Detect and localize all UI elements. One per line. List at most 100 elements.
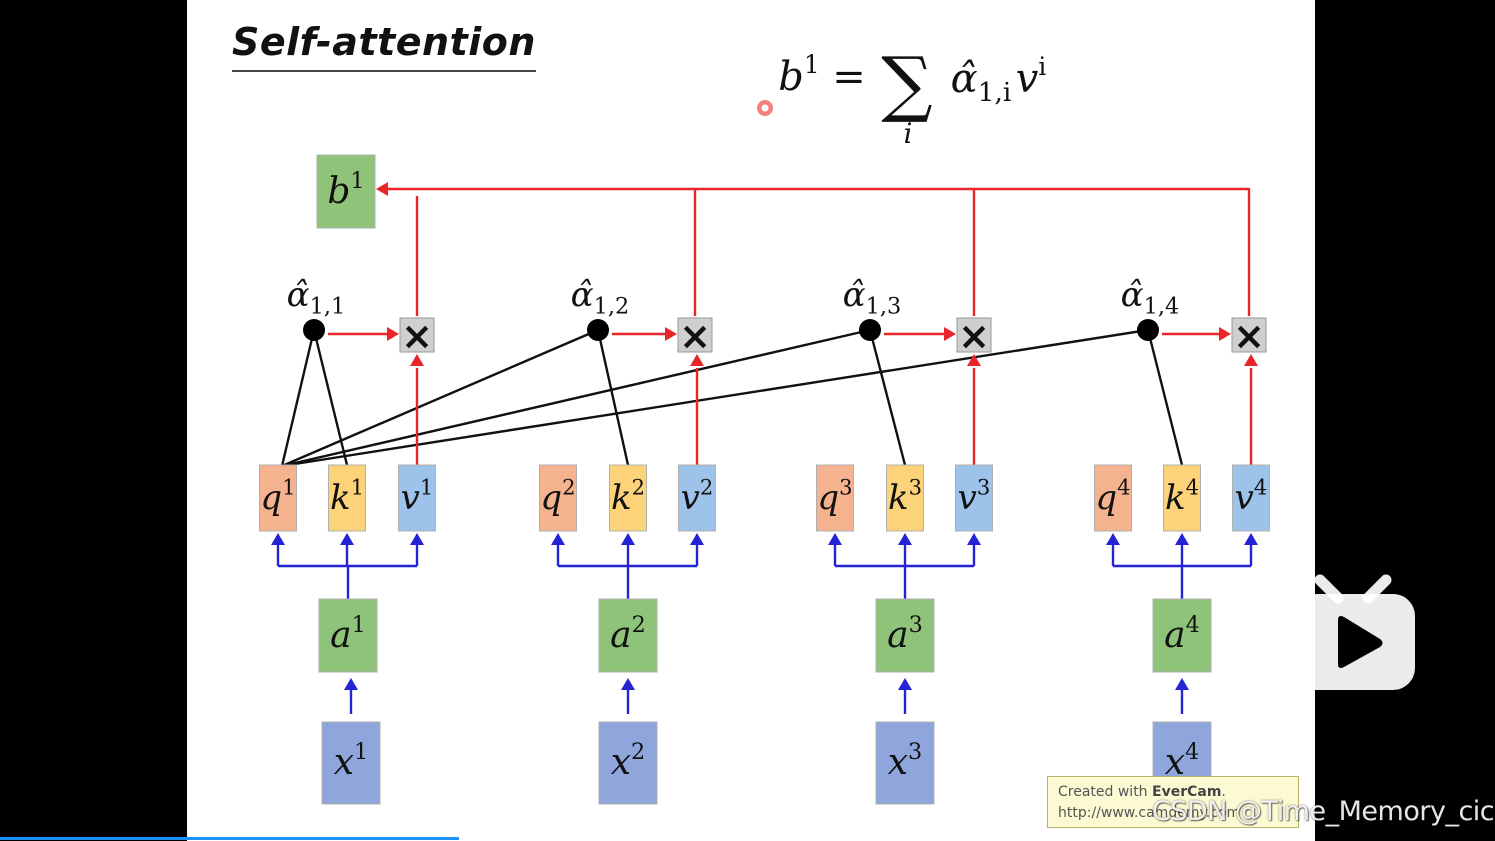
a-label-1-symbol: a [330,615,351,656]
k-label-2: k2 [611,475,645,518]
q-label-2: q2 [540,475,575,518]
k-label-3-superscript: 3 [909,475,922,500]
pointer-cursor-center [761,104,769,112]
video-progress-fill [0,837,459,840]
a-label-4-superscript: 4 [1186,612,1200,638]
alpha-dot-2 [587,319,609,341]
blue-arrow-v-1 [410,533,424,545]
alpha-label-4: α̂1,4 [1121,275,1180,319]
v-box-1 [398,464,436,532]
x-label-1: x1 [334,739,369,783]
evercam-url: http://www.camdemy.com [1058,805,1241,821]
multiply-box-3 [956,317,992,353]
v-to-mult-arrow-1 [410,354,424,366]
q-box-3 [816,464,854,532]
k-label-4-symbol: k [1165,478,1186,518]
alpha-label-2-subscript: 1,2 [594,293,630,319]
v-box-3 [955,464,993,532]
q-box-4 [1094,464,1132,532]
x-label-2-symbol: x [611,742,631,783]
v-label-3-superscript: 3 [977,475,990,500]
x-label-4: x4 [1165,739,1200,783]
attention-q1-line-2 [281,328,599,468]
x-to-a-arrow-1 [344,678,358,690]
k-box-2 [609,464,647,532]
alpha-dot-1 [303,319,325,341]
a-label-1: a1 [330,612,366,656]
sum-arrow-to-b [376,182,388,196]
multiply-symbol-1: × [401,314,433,358]
formula-lhs-superscript: 1 [804,50,820,79]
v-to-mult-arrow-2 [690,354,704,366]
k-label-1: k1 [330,475,364,518]
v-box-2 [678,464,716,532]
k-label-2-superscript: 2 [632,475,645,500]
q-label-3-symbol: q [817,478,839,518]
blue-arrow-k-2 [621,533,635,545]
blue-arrow-v-4 [1244,533,1258,545]
alpha-to-mult-arrow-2 [665,327,677,341]
a-box-1 [318,598,378,673]
formula-alpha-subscript: 1,i [978,77,1012,108]
multiply-symbol-3: × [958,314,990,358]
v-to-mult-arrow-3 [967,354,981,366]
bilibili-play-icon[interactable] [1290,572,1418,692]
output-b-label-superscript: 1 [350,168,364,194]
k-label-3-symbol: k [888,478,909,518]
alpha-label-4-symbol: α̂ [1121,275,1144,315]
k-label-4: k4 [1165,475,1199,518]
video-progress-bar[interactable] [0,837,1495,841]
a-label-2-symbol: a [610,615,631,656]
blue-arrow-q-1 [271,533,285,545]
v-label-2-symbol: v [681,478,700,518]
v-label-4-symbol: v [1235,478,1254,518]
slide-title: Self-attention [232,16,536,72]
x-box-2 [598,721,658,805]
a-label-3-symbol: a [887,615,908,656]
v-label-1: v1 [401,475,434,518]
multiply-symbol-2: × [679,314,711,358]
alpha-label-3: α̂1,3 [843,275,902,319]
a-label-1-superscript: 1 [352,612,366,638]
k-label-4-superscript: 4 [1186,475,1199,500]
blue-arrow-v-2 [690,533,704,545]
a-label-4: a4 [1164,612,1200,656]
attention-k-line-1 [312,329,349,466]
q-label-3: q3 [817,475,852,518]
x-label-2: x2 [611,739,646,783]
a-box-2 [598,598,658,673]
output-b-box [316,154,376,229]
output-b-label-symbol: b [327,171,350,212]
k-box-3 [886,464,924,532]
x-to-a-arrow-3 [898,678,912,690]
blue-arrow-k-1 [340,533,354,545]
x-label-3: x3 [888,739,923,783]
multiply-box-4 [1231,317,1267,353]
q-label-1-superscript: 1 [282,475,295,500]
alpha-label-3-symbol: α̂ [843,275,866,315]
v-label-3-symbol: v [958,478,977,518]
formula-value-superscript: i [1038,52,1046,81]
x-to-a-arrow-2 [621,678,635,690]
x-label-1-superscript: 1 [354,739,368,765]
x-to-a-arrow-4 [1175,678,1189,690]
evercam-suffix: . [1221,784,1226,800]
q-box-2 [539,464,577,532]
alpha-label-1-symbol: α̂ [287,275,310,315]
evercam-brand: EverCam [1152,784,1222,800]
q-label-2-superscript: 2 [562,475,575,500]
q-label-4: q4 [1095,475,1130,518]
q-label-4-superscript: 4 [1117,475,1130,500]
formula-alpha: α̂1,i [951,56,1012,108]
blue-arrow-v-3 [967,533,981,545]
a-label-3-superscript: 3 [909,612,923,638]
q-label-2-symbol: q [540,478,562,518]
a-label-3: a3 [887,612,923,656]
v-to-mult-arrow-4 [1244,354,1258,366]
evercam-stamp: Created with EverCam. http://www.camdemy… [1047,776,1299,828]
x-label-4-symbol: x [1165,742,1185,783]
x-label-1-symbol: x [334,742,354,783]
alpha-to-mult-arrow-4 [1219,327,1231,341]
attention-q1-line-3 [281,328,871,468]
blue-arrow-k-3 [898,533,912,545]
